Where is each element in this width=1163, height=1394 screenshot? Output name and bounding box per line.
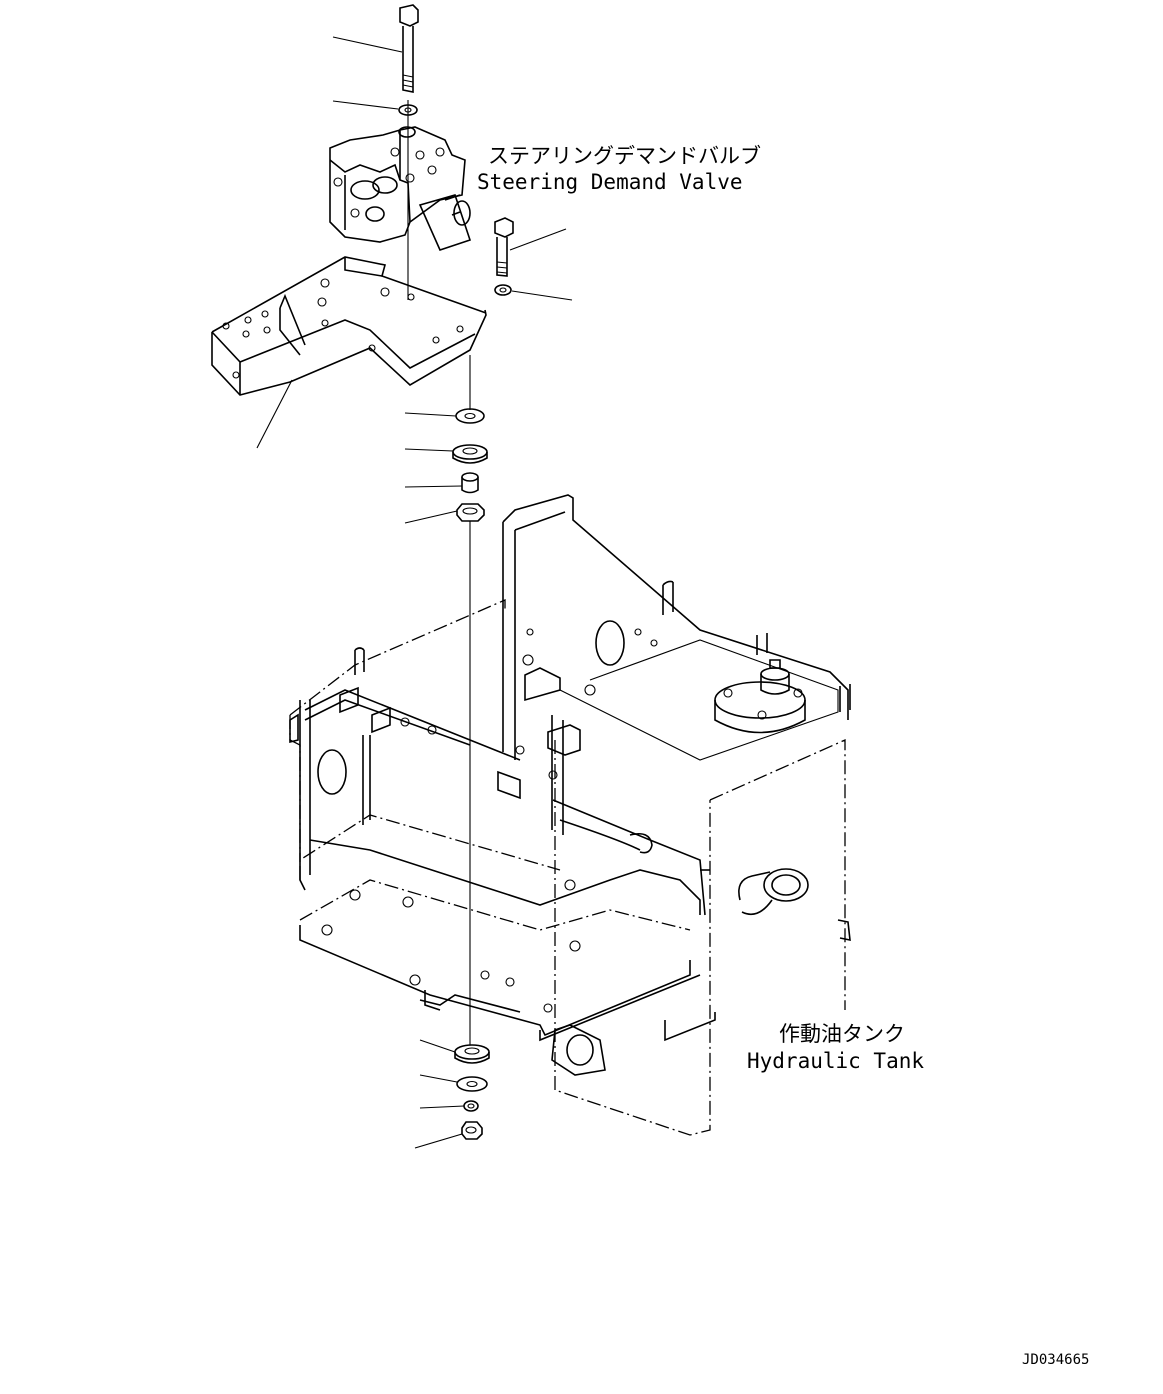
hydraulic-tank-label-en: Hydraulic Tank <box>747 1049 924 1073</box>
leader-lines <box>256 36 573 1149</box>
center-lines <box>407 100 471 1045</box>
steering-demand-valve <box>329 126 472 251</box>
drawing-number: JD034665 <box>1022 1352 1089 1368</box>
chassis-frame <box>289 599 716 1042</box>
steering-valve-label-en: Steering Demand Valve <box>477 170 743 194</box>
hydraulic-tank <box>502 494 851 1136</box>
steering-valve-label-jp: ステアリングデマンドバルブ <box>488 144 761 168</box>
mounting-bracket <box>211 256 487 396</box>
hydraulic-tank-label-jp: 作動油タンク <box>779 1022 905 1046</box>
